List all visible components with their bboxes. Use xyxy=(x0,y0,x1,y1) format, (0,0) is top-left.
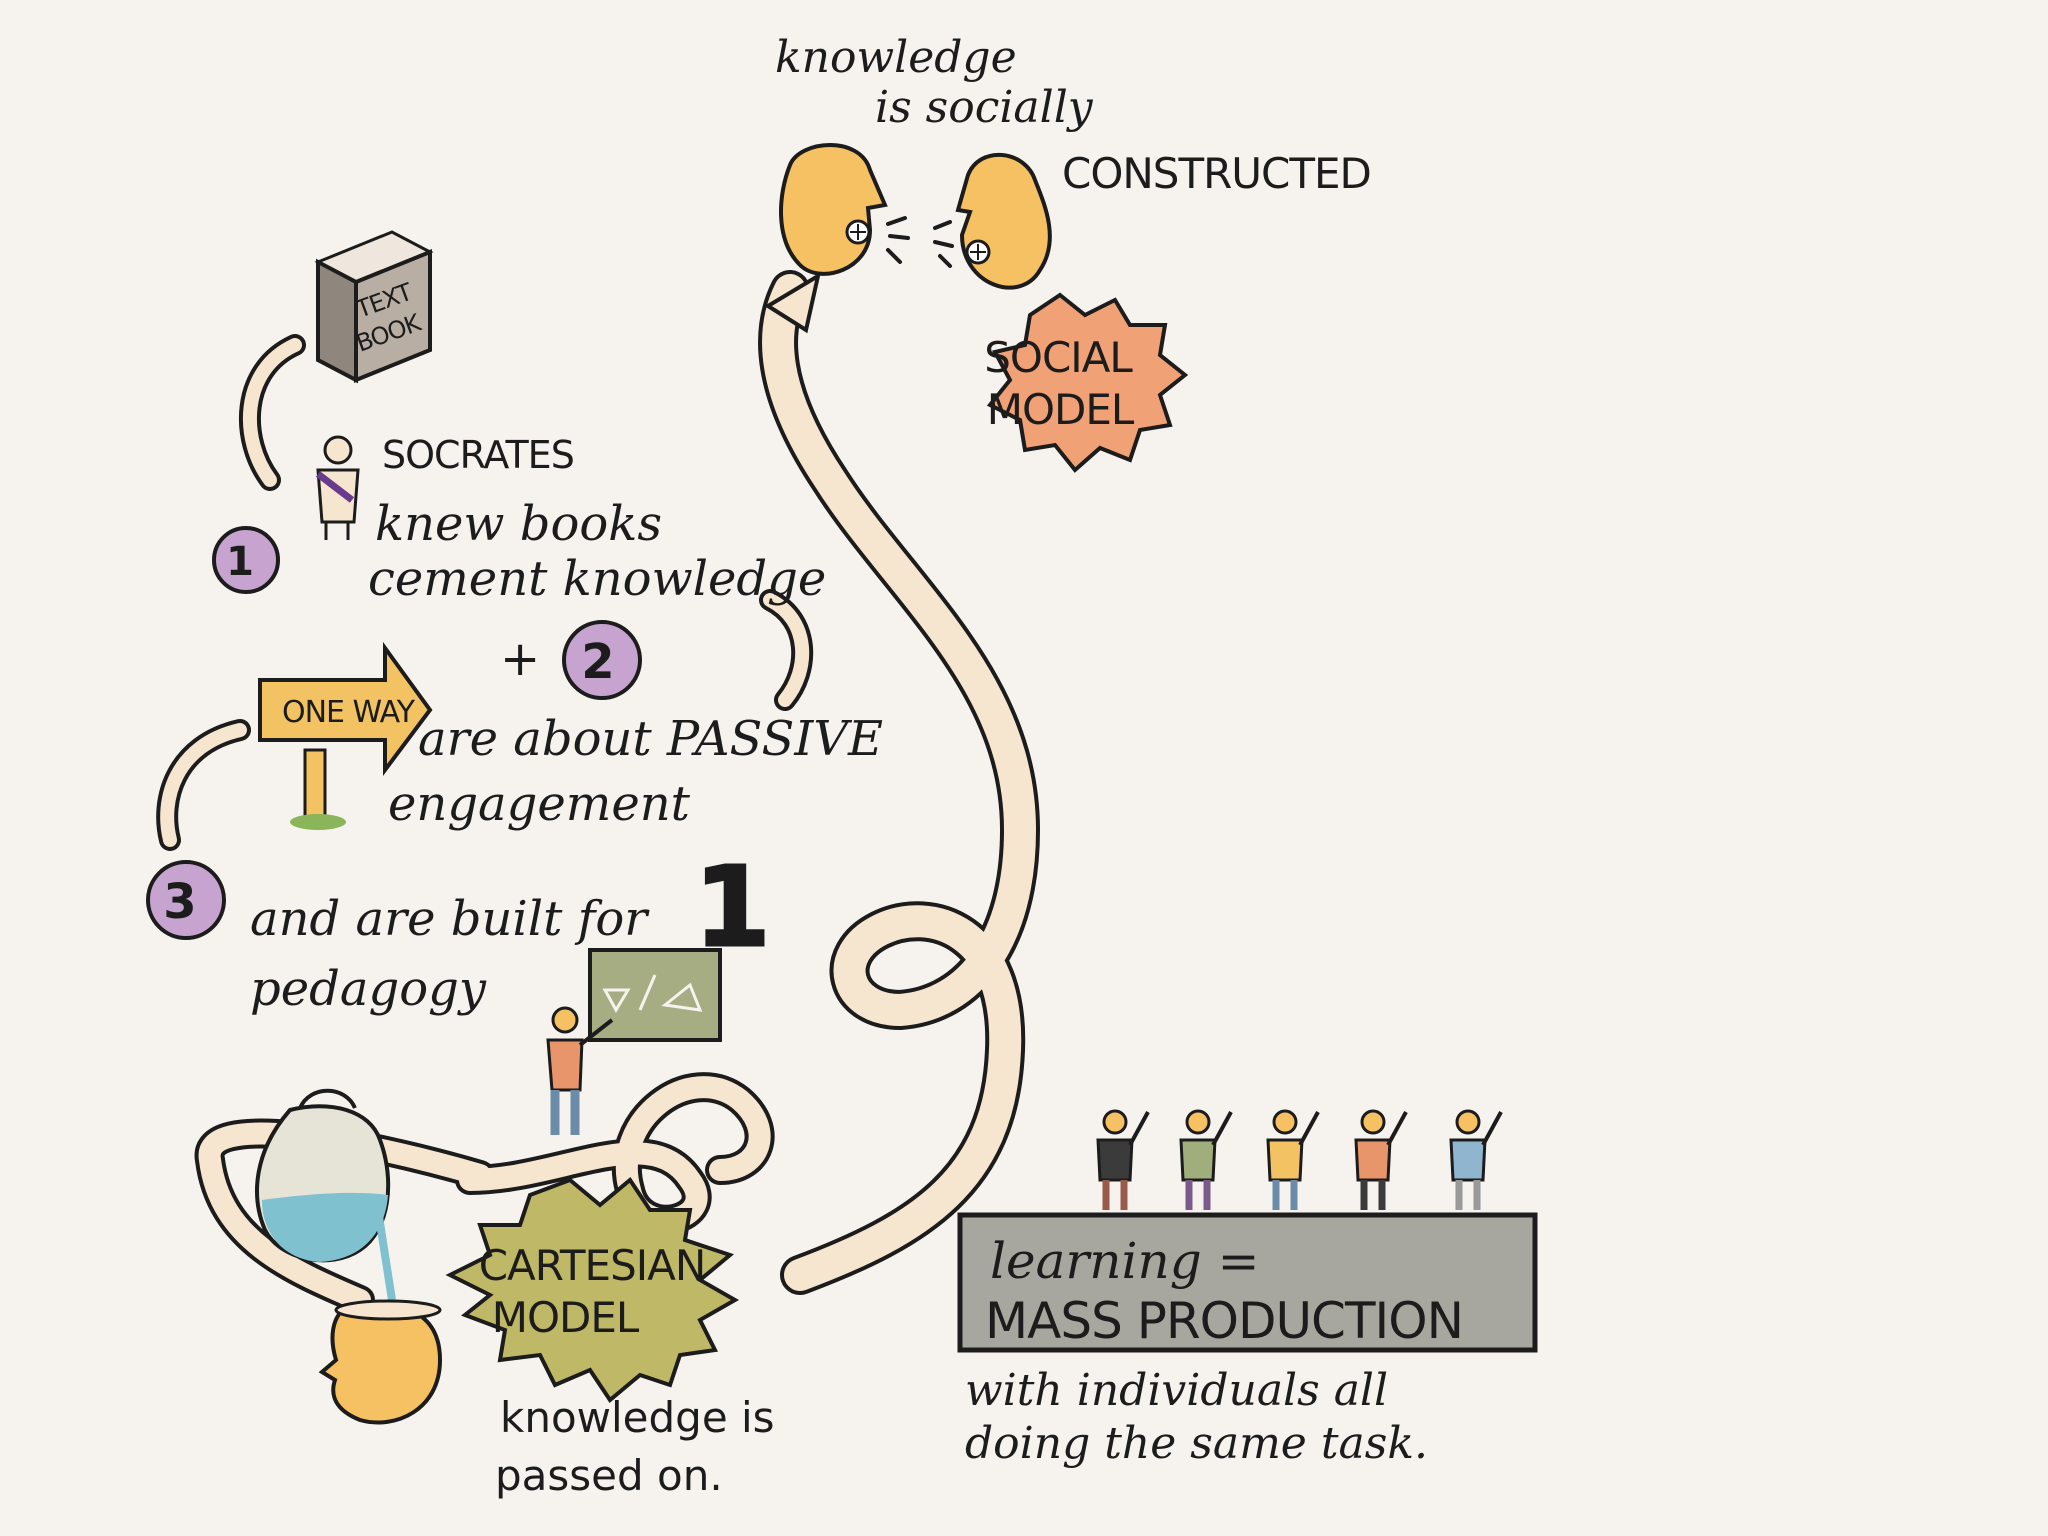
step-2-line2: engagement xyxy=(388,776,691,832)
talking-head-left-icon xyxy=(779,143,888,276)
social-caption-line2: is socially xyxy=(875,82,1094,133)
figure-icon xyxy=(1354,1109,1408,1210)
crowd-figures xyxy=(1096,1109,1503,1210)
step-3-badge: 3 xyxy=(146,860,226,940)
big-one-numeral: 1 xyxy=(694,843,771,971)
step-3-line2: pedagogy xyxy=(250,961,487,1017)
step-2-number: 2 xyxy=(581,634,614,690)
figure-icon xyxy=(1096,1109,1150,1210)
plus-sign: + xyxy=(500,631,540,687)
mass-line1: learning = xyxy=(990,1232,1259,1290)
social-caption-line3: CONSTRUCTED xyxy=(1062,149,1371,198)
figure-icon xyxy=(1266,1109,1320,1210)
chalkboard-icon xyxy=(588,948,722,1042)
cartesian-model-badge: CARTESIAN MODEL xyxy=(445,1177,740,1403)
mass-production-box: learning = MASS PRODUCTION xyxy=(957,1212,1538,1353)
receiving-head-icon xyxy=(318,1299,443,1425)
talking-head-right-icon xyxy=(955,152,1052,290)
step-1-badge: 1 xyxy=(212,526,280,594)
step-3-line1: and are built for xyxy=(250,891,650,947)
step-1-line2: cement knowledge xyxy=(368,551,826,607)
cartesian-badge-line1: CARTESIAN xyxy=(479,1241,706,1290)
mass-line2: MASS PRODUCTION xyxy=(985,1292,1463,1350)
connector-arcs xyxy=(156,334,814,851)
path-arrowhead xyxy=(764,271,821,334)
figure-icon xyxy=(1179,1109,1233,1210)
step-3-number: 3 xyxy=(163,874,196,930)
mass-caption-line2: doing the same task. xyxy=(965,1418,1428,1469)
speech-lines xyxy=(886,216,954,268)
social-badge-line1: SOCIAL xyxy=(984,333,1133,382)
step-2-line1: are about PASSIVE xyxy=(418,711,883,767)
socrates-label: SOCRATES xyxy=(382,433,574,477)
cartesian-caption-line2: passed on. xyxy=(495,1451,723,1500)
cartesian-caption-line1: knowledge is xyxy=(500,1393,775,1442)
winding-path xyxy=(758,270,1041,1295)
water-jug-icon xyxy=(255,1088,396,1301)
step-1-line1: knew books xyxy=(375,496,662,552)
cartesian-badge-line2: MODEL xyxy=(492,1293,640,1342)
social-caption-line1: knowledge xyxy=(775,32,1017,83)
textbook-icon: TEXT BOOK xyxy=(314,230,434,384)
social-badge-line2: MODEL xyxy=(987,385,1135,434)
teacher-figure-icon xyxy=(546,1006,614,1135)
step-2-badge: 2 xyxy=(562,620,642,700)
one-way-sign-icon: ONE WAY xyxy=(258,641,433,830)
step-1-number: 1 xyxy=(226,539,254,585)
mass-caption-line1: with individuals all xyxy=(965,1365,1388,1416)
figure-icon xyxy=(1449,1109,1503,1210)
socrates-figure-icon xyxy=(315,435,360,540)
social-model-badge: SOCIAL MODEL xyxy=(984,292,1189,473)
one-way-sign-text: ONE WAY xyxy=(282,695,416,730)
